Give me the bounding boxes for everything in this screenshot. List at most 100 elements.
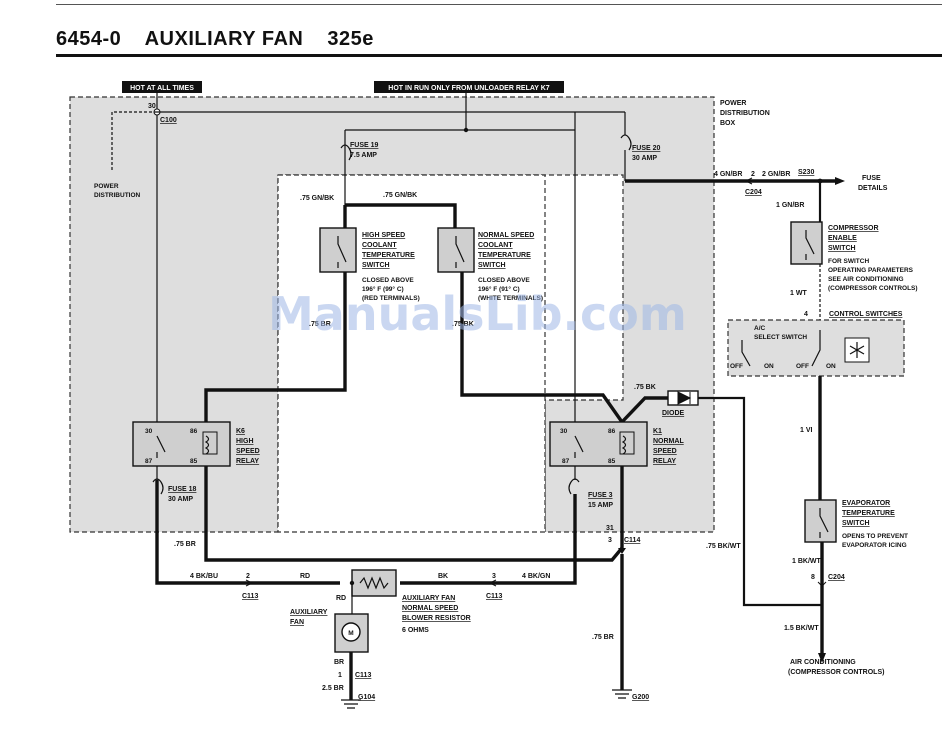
page-code: 6454-0: [56, 28, 122, 50]
wire-fuse18-to-fan: [155, 480, 340, 585]
hot-all-times-text: HOT AT ALL TIMES: [130, 85, 194, 92]
ac-cond-2: (COMPRESSOR CONTROLS): [788, 669, 884, 676]
resistor-label-2: NORMAL SPEED: [402, 605, 458, 612]
comp-switch-3: SWITCH: [828, 245, 856, 252]
resistor-label-3: BLOWER RESISTOR: [402, 615, 471, 622]
on-label-2: ON: [826, 363, 836, 370]
comp-note-4: (COMPRESSOR CONTROLS): [828, 285, 918, 292]
wire-label-rd-fan: RD: [336, 595, 346, 602]
resistor-label-1: AUXILIARY FAN: [402, 595, 455, 602]
resistor-label-4: 6 OHMS: [402, 627, 429, 634]
ns-closed-3: (WHITE TERMINALS): [478, 295, 543, 302]
label-3-c114: 3: [608, 537, 612, 544]
label-2-c113: 2: [246, 573, 250, 580]
coolant-switch-area: [277, 174, 546, 533]
evap-note-2: EVAPORATOR ICING: [842, 542, 907, 549]
top-rule: [56, 4, 942, 5]
wire-hs-to-k6: [204, 272, 347, 430]
k1-coil: [619, 431, 635, 455]
k6-contact: [156, 435, 166, 458]
wire-label-15bkwt: 1.5 BK/WT: [784, 625, 819, 632]
k1-normal-speed-relay: [549, 421, 648, 467]
snowflake-glyph: [849, 342, 865, 358]
wire-label-1bkwt: 1 BK/WT: [792, 558, 822, 565]
wire-to-power-distribution: [111, 111, 157, 172]
k6-label-4: RELAY: [236, 458, 259, 465]
wire-gnbk-bridge: [345, 203, 457, 228]
aux-fan-label-1: AUXILIARY: [290, 609, 328, 616]
wire-label-1wt: 1 WT: [790, 290, 807, 297]
hs-switch-1: HIGH SPEED: [362, 232, 405, 239]
ns-switch-1: NORMAL SPEED: [478, 232, 534, 239]
wire-label-75bk-mid: .75 BK: [452, 321, 474, 328]
c113-left-connector: [245, 579, 254, 587]
comp-switch-2: ENABLE: [828, 235, 857, 242]
fuse-details-arrow: [835, 177, 845, 185]
wire-label-gnbk-b: .75 GN/BK: [383, 192, 417, 199]
fuse20-label: FUSE 20: [632, 145, 661, 152]
label-4-control: 4: [804, 311, 808, 318]
label-c113-right: C113: [486, 593, 502, 600]
wire-label-rd: RD: [300, 573, 310, 580]
page-header: 6454-0 AUXILIARY FAN 325e: [56, 28, 392, 51]
label-c113-fan: C113: [355, 672, 371, 679]
wire-label-br: BR: [334, 659, 344, 666]
fuse18-symbol: [152, 478, 164, 495]
hot-in-run-text: HOT IN RUN ONLY FROM UNLOADER RELAY K7: [388, 85, 550, 92]
ns-switch-contact: [455, 236, 465, 268]
fuse3-amp: 15 AMP: [588, 502, 613, 509]
k1-label-3: SPEED: [653, 448, 677, 455]
wire-label-4bkbu: 4 BK/BU: [190, 573, 218, 580]
fuse20-symbol: [620, 134, 632, 151]
label-1-c113: 1: [338, 672, 342, 679]
g200-ground-icon: [612, 689, 632, 699]
control-switches-label: CONTROL SWITCHES: [829, 311, 903, 318]
hs-switch-4: SWITCH: [362, 262, 390, 269]
ac-arrow-down-icon: [818, 653, 826, 663]
page-title: AUXILIARY FAN: [144, 28, 304, 50]
ns-switch-3: TEMPERATURE: [478, 252, 531, 259]
k6-pin-86: 86: [190, 428, 198, 435]
wire-label-75br-left: .75 BR: [309, 321, 331, 328]
k1-pin-87: 87: [562, 458, 570, 465]
k6-pin-85: 85: [190, 458, 198, 465]
power-dist-1: POWER: [94, 183, 119, 190]
g104-ground-icon: [341, 699, 361, 709]
wire-diode-to-c204: [698, 396, 822, 607]
label-3-c113: 3: [492, 573, 496, 580]
pdb-label-2: DISTRIBUTION: [720, 110, 770, 117]
k6-label-1: K6: [236, 428, 245, 435]
k1-pin-30: 30: [560, 428, 568, 435]
label-c204-top: C204: [745, 189, 762, 196]
ac-select-1: A/C: [754, 325, 766, 332]
k6-pin-87: 87: [145, 458, 153, 465]
wire-k1-to-resistor: [400, 494, 577, 585]
ac-select-contacts: [741, 330, 821, 367]
run-splice: [463, 127, 469, 133]
fuse3-label: FUSE 3: [588, 492, 613, 499]
resistor-zigzag: [359, 576, 389, 590]
fuse-details-1: FUSE: [862, 175, 881, 182]
k1-label-2: NORMAL: [653, 438, 684, 445]
label-c113-left: C113: [242, 593, 258, 600]
aux-fan-label-2: FAN: [290, 619, 304, 626]
fuse3-symbol: [568, 478, 580, 495]
ac-select-2: SELECT SWITCH: [754, 334, 807, 341]
wire-label-75bk-right: .75 BK: [634, 384, 656, 391]
wire-ns-to-k1: [460, 272, 624, 423]
wire-to-diode: [620, 396, 668, 424]
power-dist-2: DISTRIBUTION: [94, 192, 141, 199]
label-s230: S230: [798, 169, 814, 176]
hot-in-run-banner: [374, 81, 564, 93]
fuse19-amp: 7.5 AMP: [350, 152, 377, 159]
label-c114: C114: [624, 537, 640, 544]
label-g104: G104: [358, 694, 375, 701]
fuse19-label: FUSE 19: [350, 142, 379, 149]
label-31: 31: [606, 525, 614, 532]
hs-switch-3: TEMPERATURE: [362, 252, 415, 259]
fan-splice: [349, 580, 355, 586]
label-30: 30: [148, 103, 156, 110]
k1-label-4: RELAY: [653, 458, 676, 465]
evap-switch-contact: [819, 508, 829, 538]
k1-pin-85: 85: [608, 458, 616, 465]
